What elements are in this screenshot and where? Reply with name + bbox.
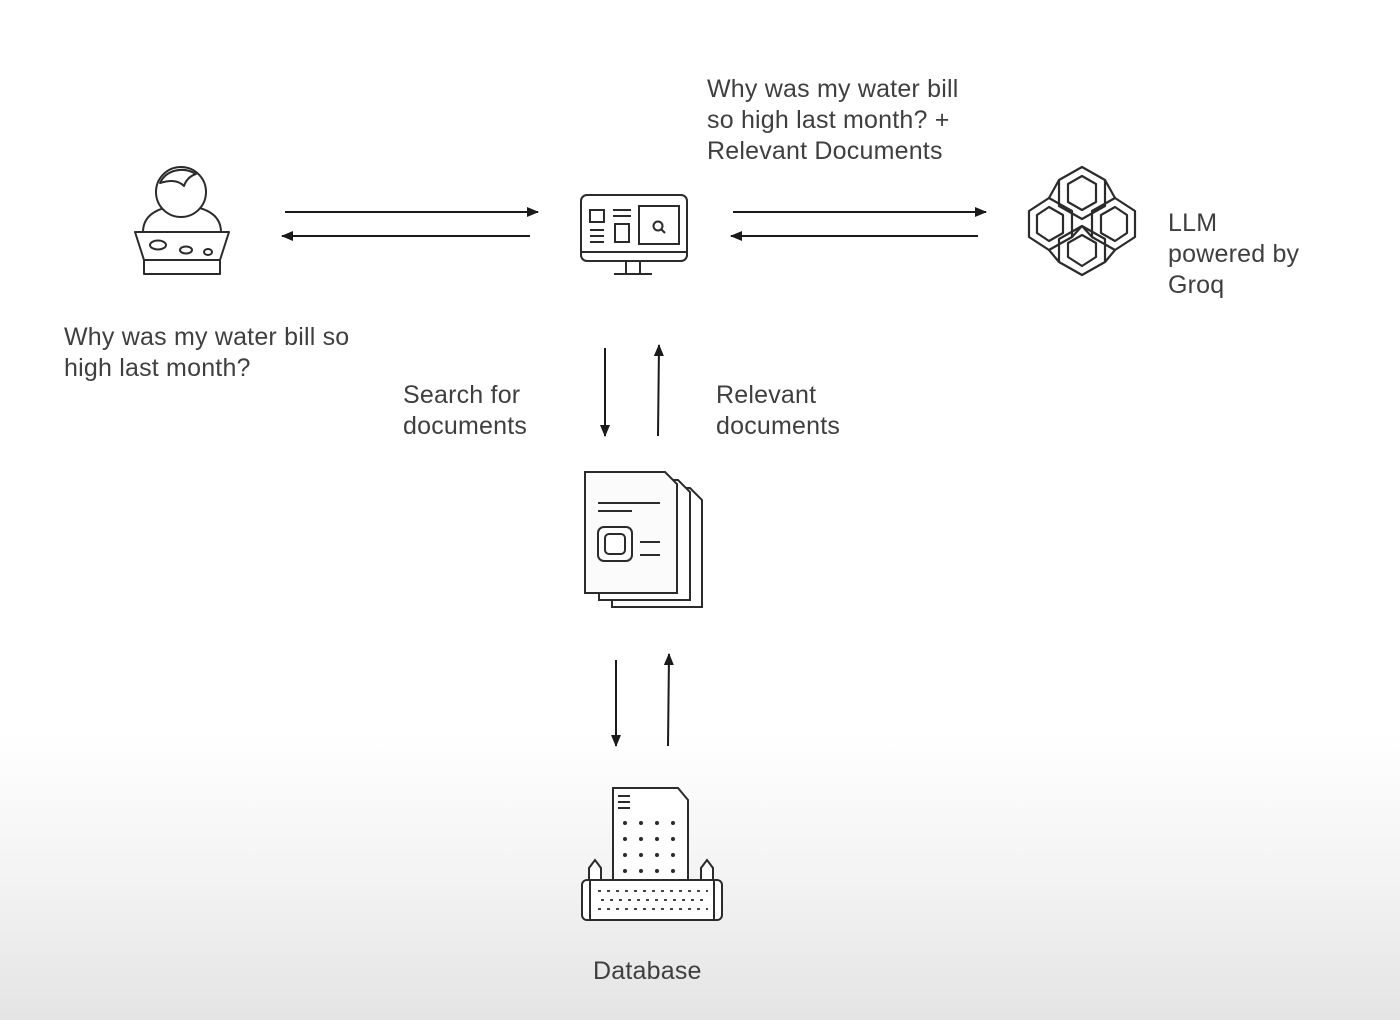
relevant-documents-label: Relevant documents <box>716 381 841 440</box>
llm-knot-logo-icon <box>1027 165 1137 277</box>
llm-name-label: LLM powered by Groq <box>1168 209 1300 299</box>
llm-query-label: Why was my water bill so high last month… <box>707 75 959 165</box>
database-server-icon <box>581 787 723 921</box>
user-question-label: Why was my water bill so high last month… <box>64 323 350 382</box>
user-laptop-icon <box>134 166 230 275</box>
search-documents-label: Search for documents <box>403 381 528 440</box>
arrow-documents-to-app <box>653 344 664 437</box>
web-app-search-icon <box>580 194 688 275</box>
documents-stack-icon <box>584 471 703 608</box>
arrows <box>281 207 987 747</box>
arrow-database-to-documents <box>663 653 674 747</box>
database-label: Database <box>593 957 702 985</box>
